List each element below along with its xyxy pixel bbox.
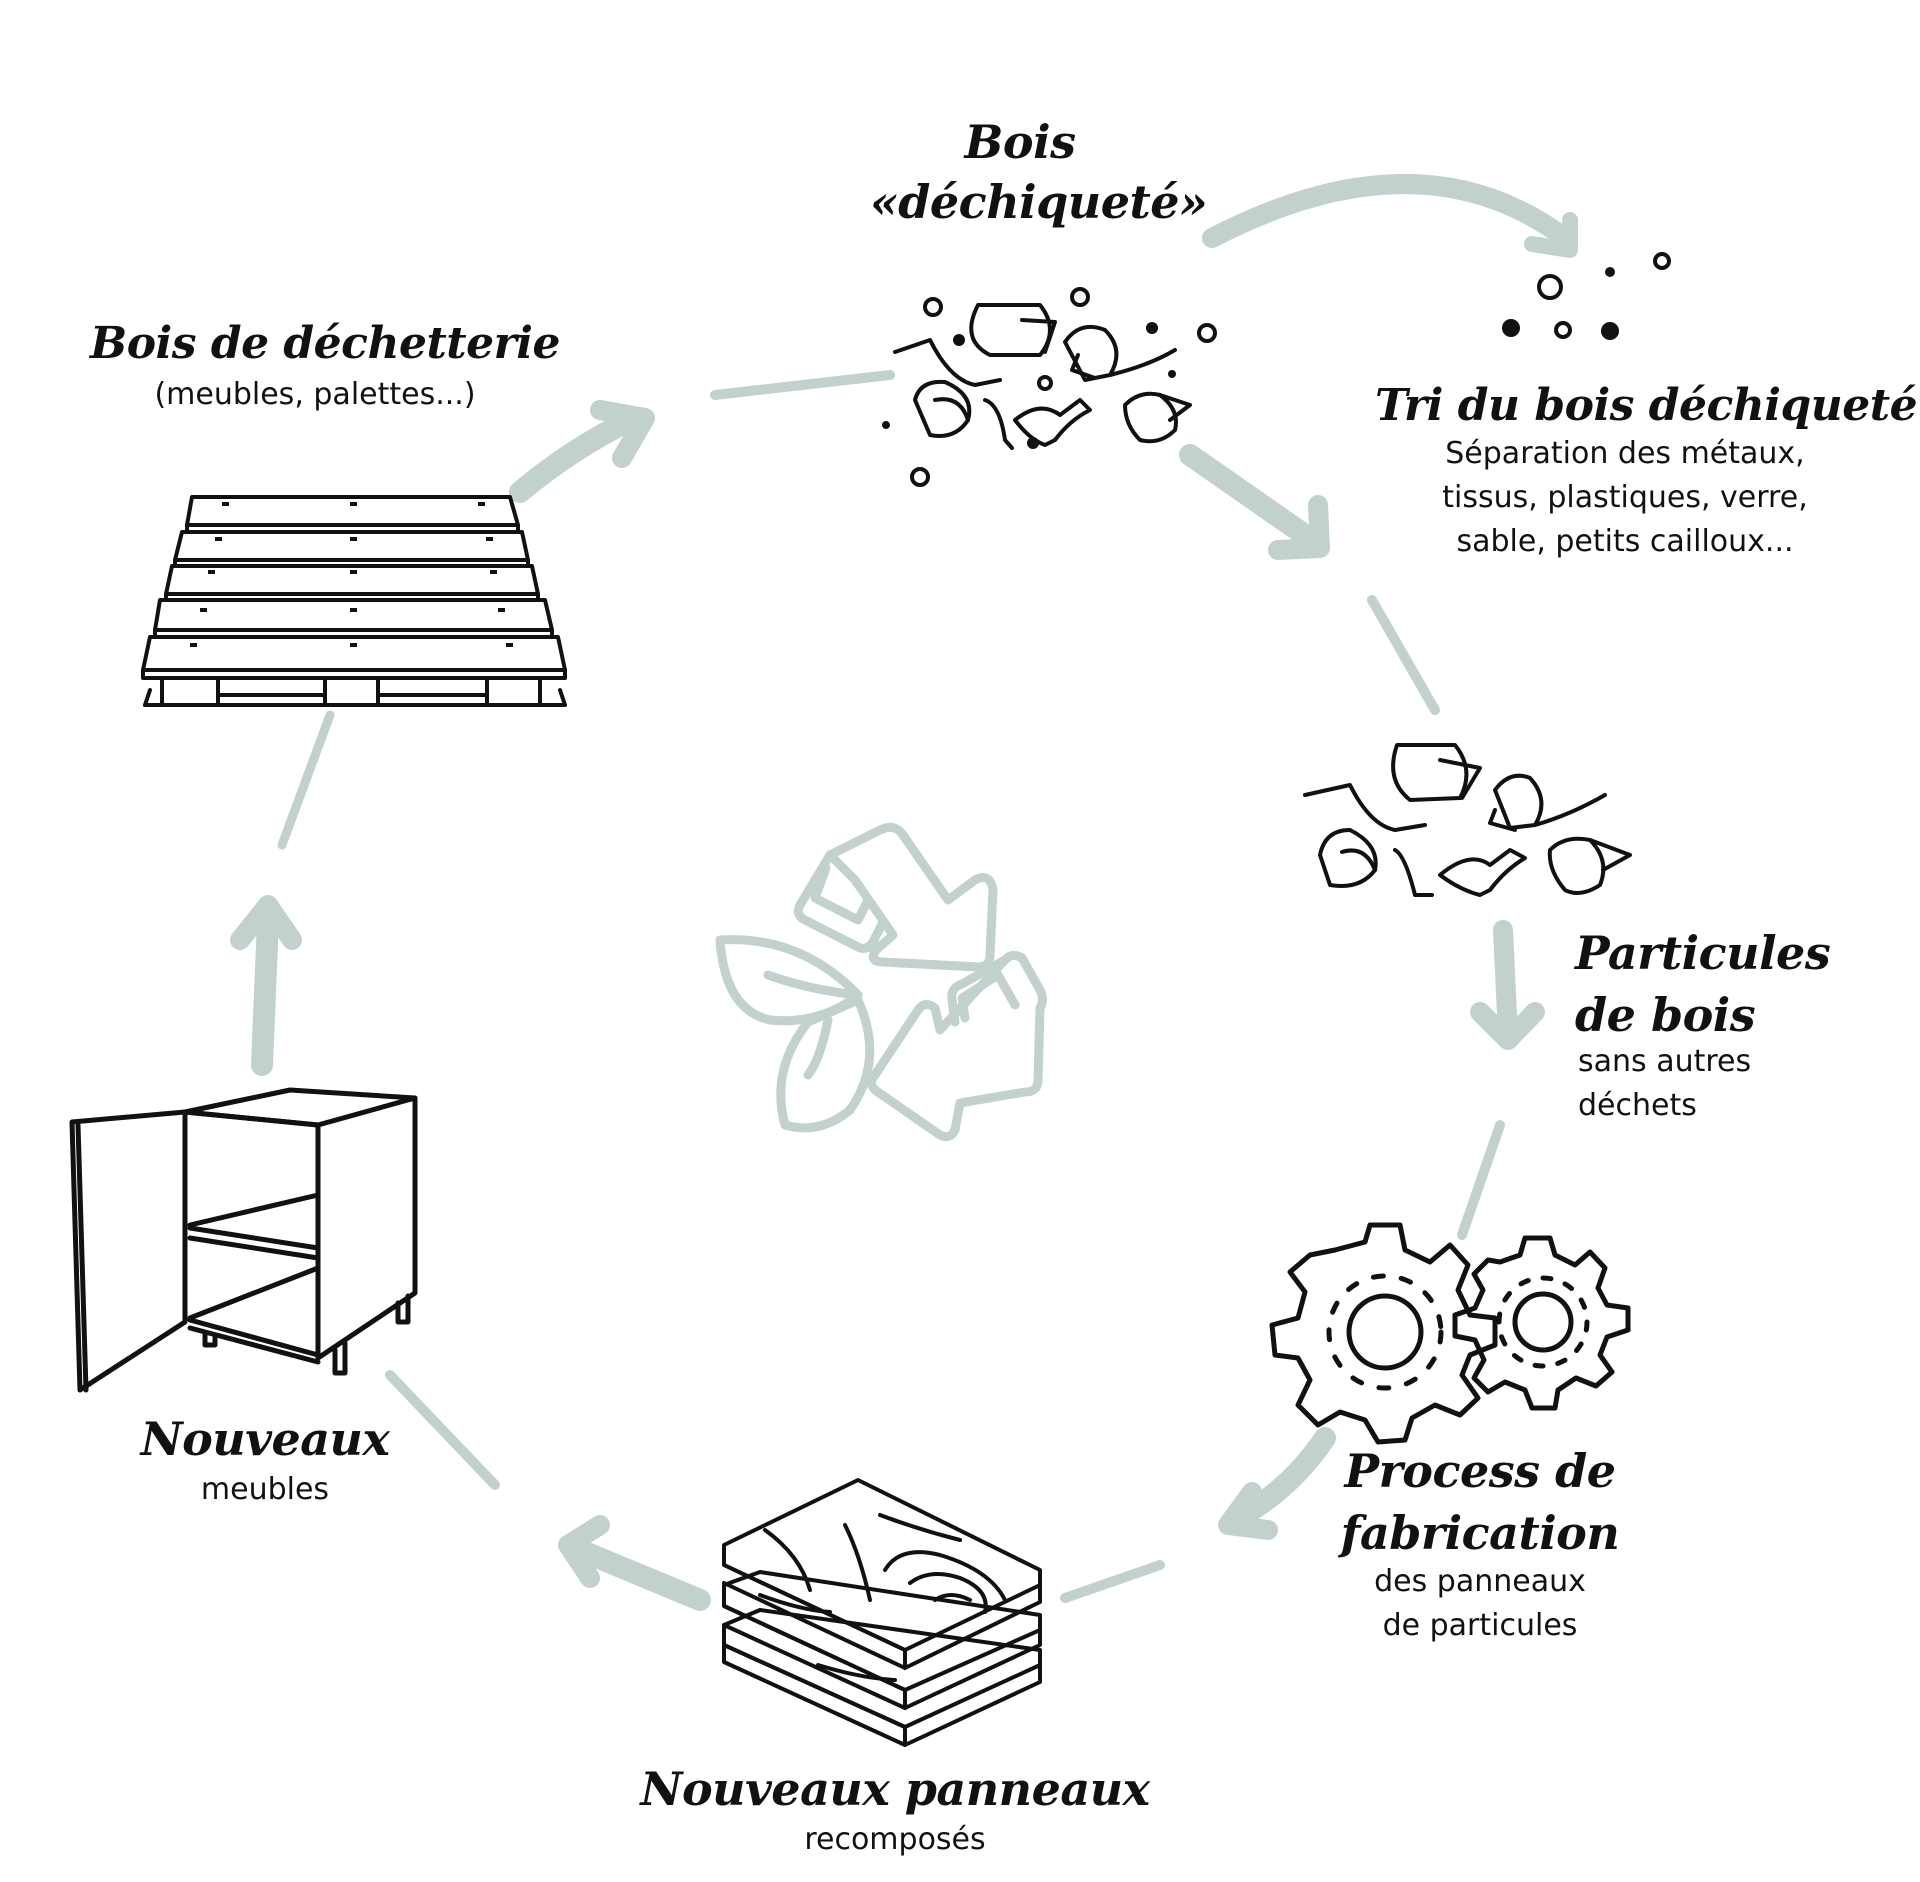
subtitle-line: (meubles, palettes...): [154, 377, 476, 412]
pallet-icon: [141, 495, 567, 707]
title-line: Particules: [1575, 926, 1831, 980]
step-subtitle-particules: sans autres déchets: [1578, 1040, 1751, 1128]
title-line: Bois: [964, 115, 1076, 169]
cabinet-icon: [69, 1087, 418, 1393]
title-line: Tri du bois déchiqueté: [1375, 380, 1918, 431]
title-line: Bois de déchetterie: [90, 318, 561, 369]
step-title-meubles: Nouveaux: [120, 1410, 410, 1468]
step-subtitle-dechetterie: (meubles, palettes...): [90, 375, 540, 415]
arrow-tail-tri-to-particules: [1367, 595, 1440, 715]
step-title-tri: Tri du bois déchiqueté: [1375, 378, 1918, 434]
wood-shavings-with-debris-icon: [882, 287, 1217, 487]
step-subtitle-meubles: meubles: [120, 1470, 410, 1510]
arrow-tail-particules-to-process: [1457, 1120, 1505, 1240]
subtitle-line: sable, petits cailloux...: [1456, 524, 1794, 559]
step-subtitle-panneaux: recomposés: [640, 1820, 1150, 1860]
recycle-leaf-icon: [715, 822, 1047, 1142]
title-line: Nouveaux panneaux: [640, 1762, 1150, 1816]
title-line: de bois: [1575, 988, 1756, 1042]
title-line: «déchiqueté»: [870, 175, 1208, 229]
step-title-bois-dechiquete: Bois «déchiqueté»: [870, 112, 1208, 232]
step-title-dechetterie: Bois de déchetterie: [90, 315, 561, 373]
arrow-panneaux-to-meubles: [558, 1515, 711, 1611]
arrow-meubles-to-dechetterie: [230, 895, 302, 1076]
step-title-panneaux: Nouveaux panneaux: [640, 1760, 1150, 1818]
subtitle-line: recomposés: [804, 1822, 986, 1857]
title-line: Nouveaux: [140, 1412, 390, 1466]
step-title-process: Process de fabrication: [1335, 1440, 1625, 1564]
subtitle-line: déchets: [1578, 1088, 1697, 1123]
step-title-particules: Particules de bois: [1575, 922, 1831, 1046]
arrow-tail-dechiquete-in: [710, 370, 895, 400]
subtitle-line: tissus, plastiques, verre,: [1442, 480, 1808, 515]
arrow-dechetterie-to-dechiquete: [509, 400, 655, 503]
subtitle-line: de particules: [1382, 1608, 1578, 1643]
title-line: fabrication: [1340, 1506, 1620, 1560]
gears-icon: [1269, 1222, 1631, 1445]
title-line: Process de: [1344, 1444, 1616, 1498]
step-subtitle-process: des panneaux de particules: [1335, 1560, 1625, 1648]
debris-particles-icon: [1502, 252, 1671, 340]
stacked-panels-icon: [722, 1478, 1042, 1747]
arrow-tail-panneaux-in: [1060, 1560, 1165, 1603]
subtitle-line: des panneaux: [1374, 1564, 1586, 1599]
arrow-dechiquete-to-tri: [1202, 174, 1578, 258]
wood-shavings-icon: [1303, 743, 1632, 897]
arrow-dechiquete-to-tri-lower: [1179, 444, 1330, 560]
arrow-particules-down: [1470, 920, 1545, 1050]
arrow-tail-pallet-out: [277, 710, 335, 850]
subtitle-line: sans autres: [1578, 1044, 1752, 1079]
subtitle-line: Séparation des métaux,: [1445, 436, 1805, 471]
arrow-process-to-panneaux: [1218, 1427, 1336, 1540]
arrow-tail-meubles-in: [385, 1370, 500, 1490]
step-subtitle-tri: Séparation des métaux, tissus, plastique…: [1375, 432, 1875, 564]
subtitle-line: meubles: [200, 1472, 330, 1507]
